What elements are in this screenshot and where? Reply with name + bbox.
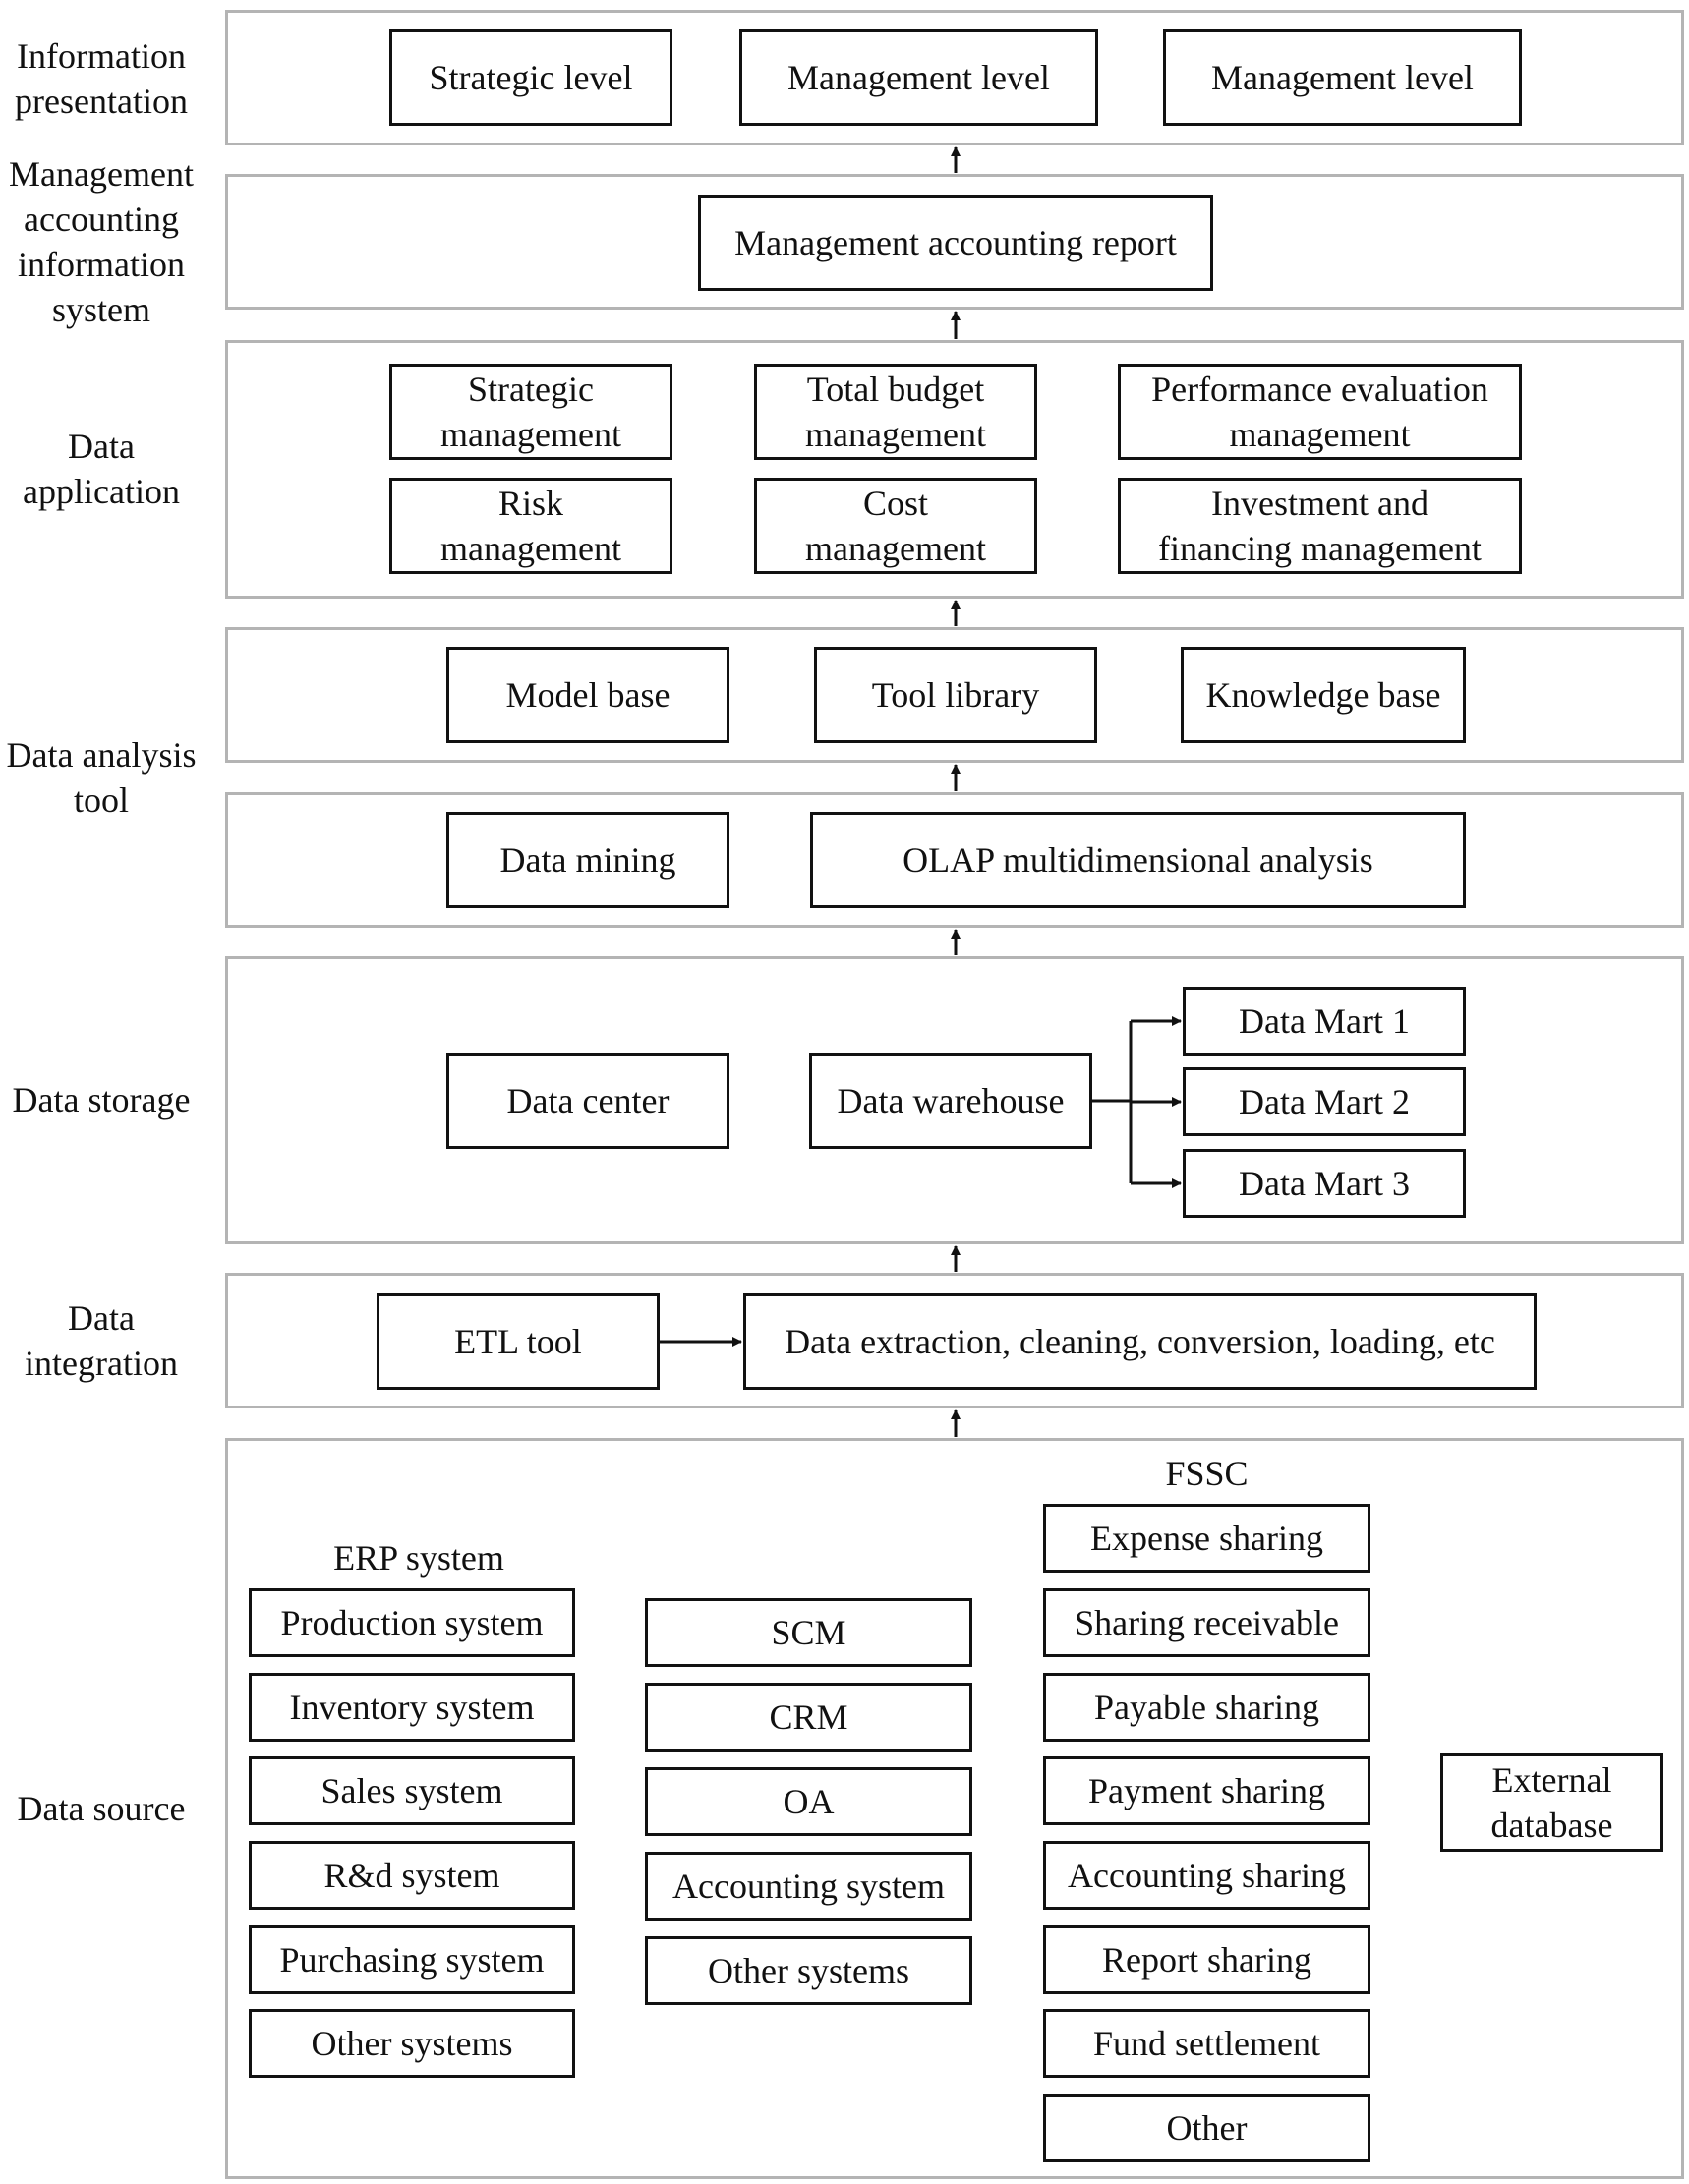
expense-sharing-box: Expense sharing <box>1043 1504 1370 1573</box>
risk-management-box: Risk management <box>389 478 672 574</box>
scm-box: SCM <box>645 1598 972 1667</box>
external-database-box: External database <box>1440 1753 1663 1852</box>
strategic-management-box: Strategic management <box>389 364 672 460</box>
label-data-integration: Data integration <box>25 1298 178 1383</box>
data-mining-box: Data mining <box>446 812 729 908</box>
crm-box: CRM <box>645 1683 972 1752</box>
data-mart-3-box: Data Mart 3 <box>1183 1149 1466 1218</box>
data-mart-1-box: Data Mart 1 <box>1183 987 1466 1056</box>
etl-tool-box: ETL tool <box>377 1293 660 1390</box>
fssc-other-box: Other <box>1043 2094 1370 2162</box>
rd-system-box: R&d system <box>249 1841 575 1910</box>
payable-sharing-box: Payable sharing <box>1043 1673 1370 1742</box>
purchasing-system-box: Purchasing system <box>249 1925 575 1994</box>
data-extraction-box: Data extraction, cleaning, conversion, l… <box>743 1293 1537 1390</box>
performance-evaluation-management-box: Performance evaluation management <box>1118 364 1522 460</box>
label-information-presentation: Information presentation <box>15 36 188 121</box>
olap-analysis-box: OLAP multidimensional analysis <box>810 812 1466 908</box>
label-data-analysis-tool: Data analysis tool <box>6 735 197 820</box>
data-center-box: Data center <box>446 1053 729 1149</box>
production-system-box: Production system <box>249 1588 575 1657</box>
erp-other-systems-box: Other systems <box>249 2009 575 2078</box>
erp-system-title: ERP system <box>333 1538 504 1578</box>
middle-other-systems-box: Other systems <box>645 1936 972 2005</box>
cost-management-box: Cost management <box>754 478 1037 574</box>
management-level-box-1: Management level <box>739 29 1098 126</box>
management-accounting-report-box: Management accounting report <box>698 195 1213 291</box>
model-base-box: Model base <box>446 647 729 743</box>
fund-settlement-box: Fund settlement <box>1043 2009 1370 2078</box>
accounting-sharing-box: Accounting sharing <box>1043 1841 1370 1910</box>
investment-financing-management-box: Investment and financing management <box>1118 478 1522 574</box>
label-management-accounting-information-system: Management accounting information system <box>9 154 194 329</box>
sharing-receivable-box: Sharing receivable <box>1043 1588 1370 1657</box>
fssc-title: FSSC <box>1165 1454 1249 1493</box>
label-data-storage: Data storage <box>12 1080 191 1120</box>
sales-system-box: Sales system <box>249 1756 575 1825</box>
strategic-level-box: Strategic level <box>389 29 672 126</box>
label-data-source: Data source <box>17 1789 186 1828</box>
inventory-system-box: Inventory system <box>249 1673 575 1742</box>
oa-box: OA <box>645 1767 972 1836</box>
tool-library-box: Tool library <box>814 647 1097 743</box>
accounting-system-box: Accounting system <box>645 1852 972 1921</box>
data-warehouse-box: Data warehouse <box>809 1053 1092 1149</box>
total-budget-management-box: Total budget management <box>754 364 1037 460</box>
data-mart-2-box: Data Mart 2 <box>1183 1067 1466 1136</box>
payment-sharing-box: Payment sharing <box>1043 1756 1370 1825</box>
knowledge-base-box: Knowledge base <box>1181 647 1466 743</box>
label-data-application: Data application <box>23 427 180 511</box>
report-sharing-box: Report sharing <box>1043 1925 1370 1994</box>
management-level-box-2: Management level <box>1163 29 1522 126</box>
